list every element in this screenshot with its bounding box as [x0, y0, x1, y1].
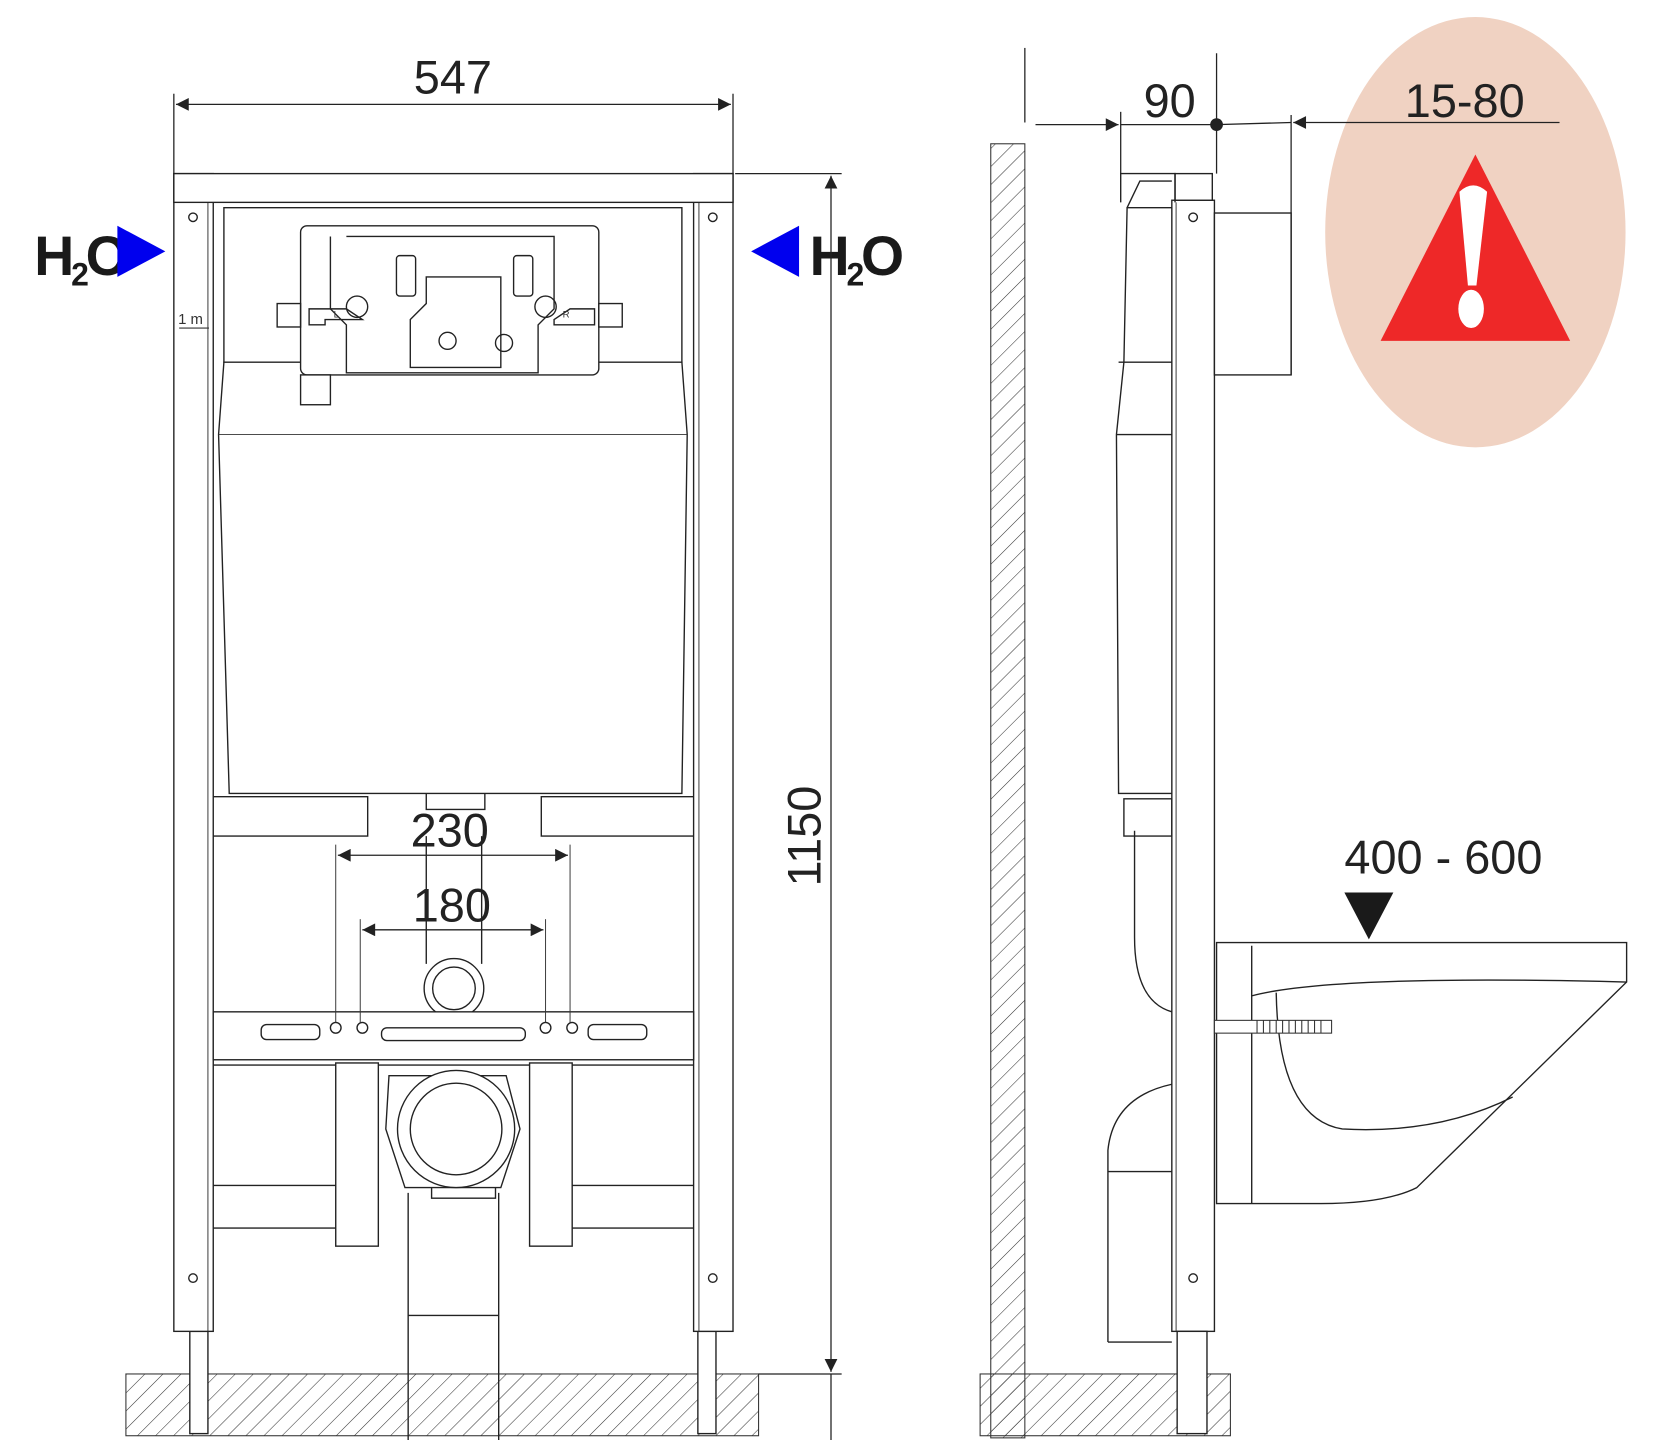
- lever-label-left: L: [334, 309, 340, 320]
- flush-mechanism: L R: [276, 225, 623, 406]
- cistern-outlet: [425, 793, 486, 811]
- frame-post-right: [692, 172, 734, 1333]
- mount-hole: [188, 212, 198, 223]
- bowl-height-label: 400 - 600: [1344, 831, 1542, 883]
- height-dimension: 1150: [735, 172, 842, 1440]
- water-inlet-label-left: H2O: [34, 225, 126, 293]
- bowl-height-marker-icon: [1344, 892, 1394, 940]
- mount-hole: [188, 1273, 198, 1284]
- drain-pipe: [407, 1192, 500, 1440]
- water-inlet-label-right: H2O: [810, 225, 902, 293]
- spacing-230-dimension: 230: [335, 805, 571, 1023]
- wall-spacer: [1213, 212, 1292, 376]
- spacing-inner-label: 180: [413, 879, 491, 931]
- floor-hatch: [125, 1373, 760, 1437]
- width-label: 547: [414, 52, 492, 104]
- cistern-body: [217, 361, 688, 795]
- side-cistern: [1115, 207, 1173, 795]
- water-inlet-arrow-right: [751, 225, 800, 277]
- side-view: 400 - 600 90 15-80: [979, 17, 1628, 1439]
- adjust-dimension: 15-80: [1216, 75, 1560, 375]
- spacing-outer-label: 230: [411, 805, 489, 857]
- exclamation-icon: [1459, 185, 1488, 286]
- frame-leg-right: [697, 1330, 717, 1435]
- drain-bend: [1107, 830, 1173, 1343]
- width-dimension: 547: [173, 52, 734, 174]
- height-label: 1150: [778, 786, 830, 887]
- frame-post-left: [173, 172, 214, 1333]
- depth-label: 90: [1144, 75, 1196, 127]
- wall-hung-bowl: [1213, 941, 1628, 1205]
- water-inlet-arrow-left: [117, 225, 166, 277]
- frame-leg-left: [189, 1330, 209, 1435]
- wall-hatch: [990, 143, 1026, 1439]
- frame-top-bar: [173, 172, 734, 204]
- mount-hole: [707, 1273, 718, 1284]
- mount-hole: [707, 212, 718, 223]
- mounting-crossbar: [212, 1011, 695, 1061]
- depth-dimension: 90: [1024, 47, 1223, 174]
- adjust-label: 15-80: [1405, 75, 1525, 127]
- side-frame-post: [1171, 199, 1216, 1333]
- front-view: 1 m L R: [34, 52, 905, 1440]
- drain-connector: [385, 1069, 521, 1199]
- lever-label-right: R: [563, 309, 570, 320]
- level-mark: 1 m: [178, 312, 203, 328]
- spacing-180-dimension: 180: [359, 879, 547, 1023]
